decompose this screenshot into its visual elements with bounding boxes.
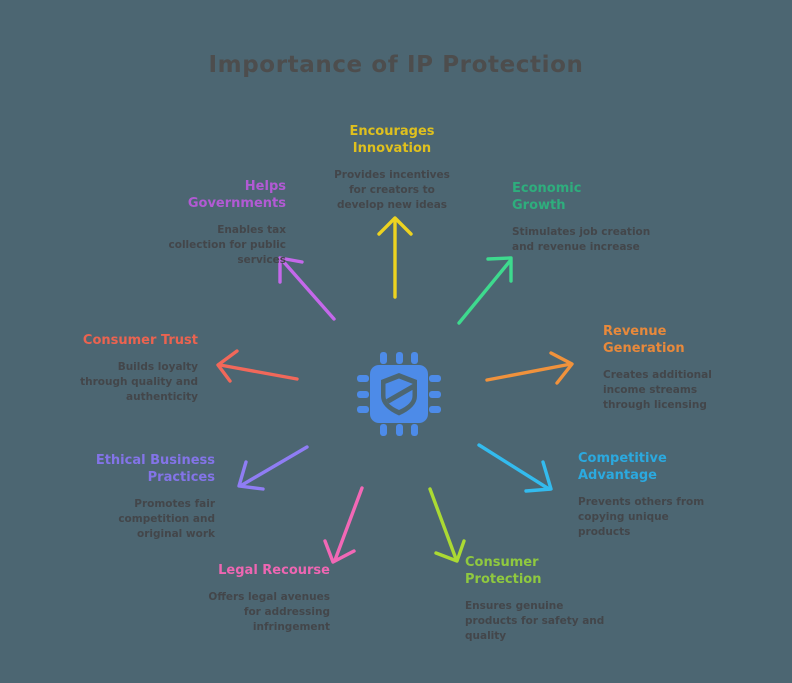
- node-description: Enables tax collection for public servic…: [168, 223, 287, 267]
- chip-shield-icon: [357, 352, 441, 436]
- node-consumer-protection: Consumer Protection Ensures genuine prod…: [465, 555, 630, 644]
- node-helps-governments: Helps Governments Enables tax collection…: [111, 179, 287, 268]
- arrow-economic-growth: [457, 256, 513, 325]
- node-title: Revenue Generation: [603, 324, 685, 356]
- node-title: Ethical Business Practices: [95, 453, 215, 485]
- node-ethical-business-practices: Ethical Business Practices Promotes fair…: [40, 453, 215, 542]
- node-encourages-innovation: Encourages Innovation Provides incentive…: [307, 124, 477, 213]
- node-revenue-generation: Revenue Generation Creates additional in…: [603, 324, 763, 413]
- node-description: Creates additional income streams throug…: [603, 368, 712, 412]
- arrow-competitive-advantage: [477, 443, 553, 493]
- shield-stripe: [385, 382, 413, 407]
- node-competitive-advantage: Competitive Advantage Prevents others fr…: [578, 451, 743, 540]
- node-description: Ensures genuine products for safety and …: [465, 599, 605, 643]
- node-description: Builds loyalty through quality and authe…: [80, 360, 198, 404]
- node-description: Promotes fair competition and original w…: [118, 497, 215, 541]
- node-description: Stimulates job creation and revenue incr…: [512, 225, 651, 253]
- node-title: Encourages Innovation: [349, 124, 435, 156]
- diagram-title: Importance of IP Protection: [208, 52, 584, 78]
- arrow-legal-recourse: [323, 486, 364, 564]
- node-economic-growth: Economic Growth Stimulates job creation …: [512, 181, 677, 255]
- node-title: Legal Recourse: [218, 563, 330, 578]
- node-title: Competitive Advantage: [578, 451, 667, 483]
- node-title: Economic Growth: [512, 181, 582, 213]
- arrow-helps-governments: [278, 256, 336, 321]
- node-legal-recourse: Legal Recourse Offers legal avenues for …: [155, 563, 330, 636]
- node-title: Consumer Protection: [465, 555, 542, 587]
- node-consumer-trust: Consumer Trust Builds loyalty through qu…: [23, 333, 198, 406]
- node-title: Helps Governments: [187, 179, 286, 211]
- node-description: Prevents others from copying unique prod…: [578, 495, 705, 539]
- arrow-ethical-business-practices: [237, 445, 309, 491]
- arrow-consumer-trust: [216, 349, 299, 383]
- node-title: Consumer Trust: [82, 333, 198, 348]
- arrow-revenue-generation: [485, 351, 574, 385]
- node-description: Provides incentives for creators to deve…: [334, 168, 450, 212]
- arrow-consumer-protection: [428, 487, 466, 563]
- node-description: Offers legal avenues for addressing infr…: [208, 590, 330, 634]
- arrow-encourages-innovation: [377, 216, 413, 299]
